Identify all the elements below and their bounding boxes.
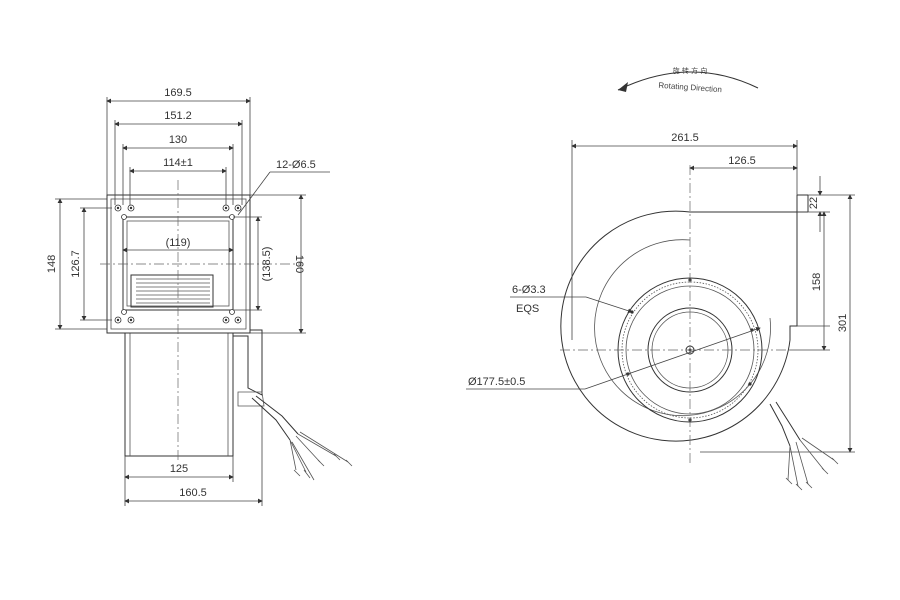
cable-bundle-side xyxy=(251,395,353,481)
rotation-label-cn: 旋 转 方 向 xyxy=(673,66,708,75)
dim-130: 130 xyxy=(169,134,187,146)
rotation-label-en: Rotating Direction xyxy=(658,81,722,94)
dim-301: 301 xyxy=(837,314,849,332)
scroll-housing xyxy=(560,210,798,442)
dim-151-2: 151.2 xyxy=(164,110,192,122)
dim-160-5: 160.5 xyxy=(179,487,207,499)
dim-148: 148 xyxy=(46,255,58,273)
dim-114: 114±1 xyxy=(163,157,193,169)
dim-169-5: 169.5 xyxy=(164,87,192,99)
dim-eqs: EQS xyxy=(516,303,539,315)
front-view: 旋 转 方 向 Rotating Direction xyxy=(466,66,855,491)
motor-housing xyxy=(124,329,234,457)
dim-158: 158 xyxy=(811,273,823,291)
dim-outlet-119: (119) xyxy=(166,237,191,249)
motor-end-cap xyxy=(233,329,263,396)
impeller-blades xyxy=(130,274,214,308)
dim-mount-holes: 6-Ø3.3 xyxy=(512,284,546,296)
cable-bundle-front xyxy=(769,401,839,491)
dim-160-side: 160 xyxy=(293,255,305,273)
dim-126-7: 126.7 xyxy=(70,250,82,278)
dim-hole-callout: 12-Ø6.5 xyxy=(276,159,316,171)
dim-diameter: Ø177.5±0.5 xyxy=(468,376,525,388)
side-view: 169.5 151.2 130 114±1 (119) 12-Ø6.5 148 … xyxy=(46,87,353,506)
dim-138-5: (138.5) xyxy=(261,247,273,282)
dim-126-5: 126.5 xyxy=(728,155,756,167)
dim-22: 22 xyxy=(808,197,820,209)
dim-125: 125 xyxy=(170,463,188,475)
rotation-direction-indicator: 旋 转 方 向 Rotating Direction xyxy=(617,66,759,94)
dim-261-5: 261.5 xyxy=(671,132,699,144)
